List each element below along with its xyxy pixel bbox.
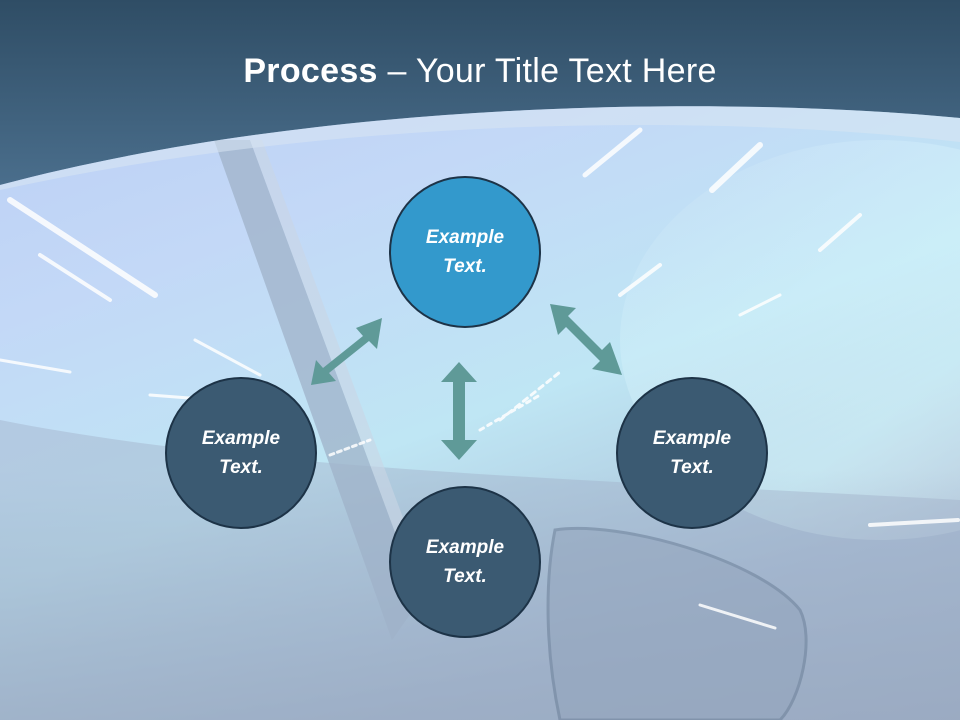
node-top-label: Example Text. bbox=[425, 227, 505, 277]
slide-title: Process – Your Title Text Here bbox=[0, 52, 960, 91]
process-node-right: Example Text. bbox=[616, 377, 768, 529]
process-node-left: Example Text. bbox=[165, 377, 317, 529]
node-left-label: Example Text. bbox=[201, 428, 281, 478]
node-bottom-label: Example Text. bbox=[425, 537, 505, 587]
title-rest-part: – Your Title Text Here bbox=[377, 52, 717, 90]
arrow-left-diagonal bbox=[311, 318, 382, 385]
arrow-vertical bbox=[441, 362, 477, 460]
title-bold-part: Process bbox=[243, 52, 378, 90]
node-right-label: Example Text. bbox=[652, 428, 732, 478]
process-node-top: Example Text. bbox=[389, 176, 541, 328]
arrow-right-diagonal bbox=[550, 304, 622, 375]
process-node-bottom: Example Text. bbox=[389, 486, 541, 638]
